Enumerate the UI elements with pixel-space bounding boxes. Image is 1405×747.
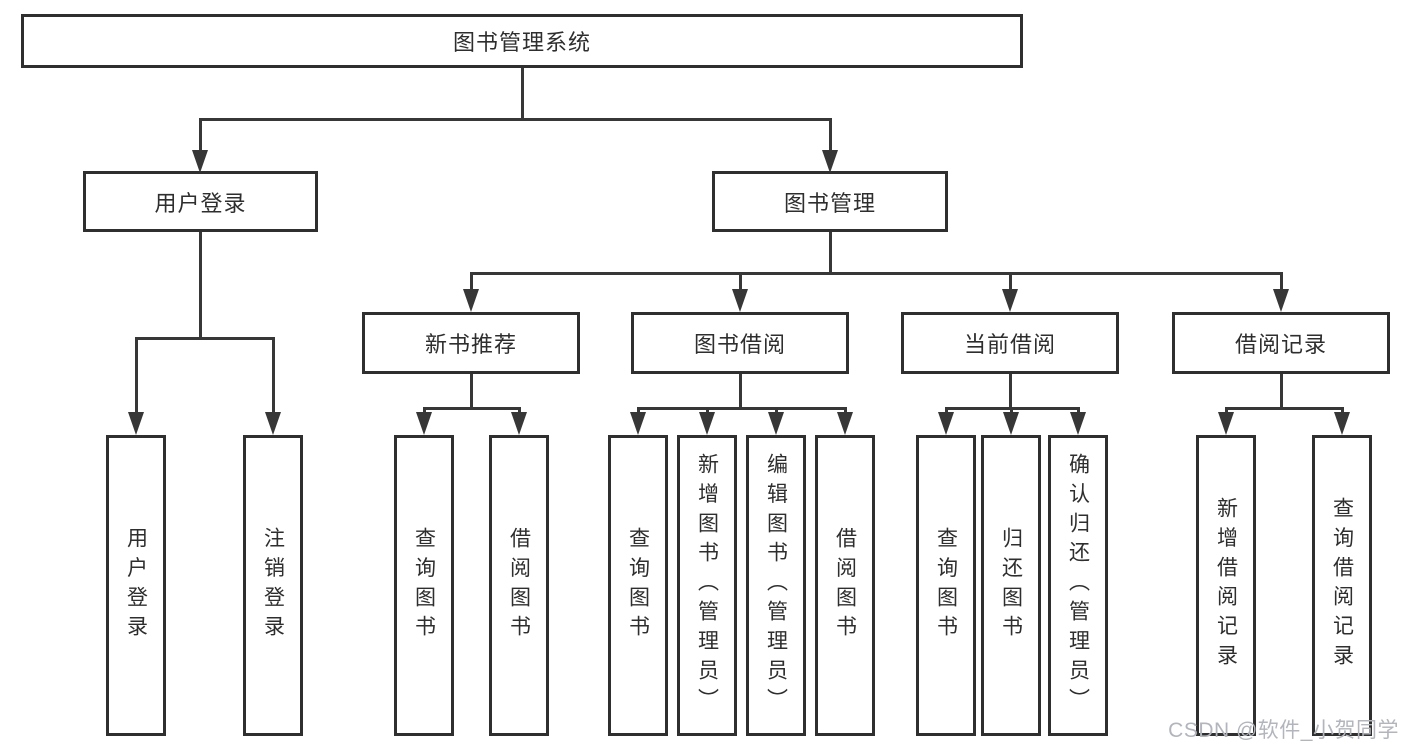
leaf-query-books-recommend: 查询图书 <box>394 435 454 736</box>
arrowhead-down-icon <box>192 150 208 173</box>
leaf-label: 借阅图书 <box>833 526 857 645</box>
node-book-borrowing: 图书借阅 <box>631 312 849 374</box>
arrowhead-down-icon <box>265 412 281 435</box>
leaf-query-books-current: 查询图书 <box>916 435 976 736</box>
node-current-borrowing-label: 当前借阅 <box>963 332 1056 357</box>
connector-line <box>518 407 521 414</box>
leaf-add-borrow-record: 新增借阅记录 <box>1196 435 1256 736</box>
leaf-add-books-admin: 新增图书（管理员） <box>677 435 737 736</box>
leaf-label: 新增借阅记录 <box>1214 497 1238 674</box>
connector-line <box>470 374 473 407</box>
leaf-query-borrow-record: 查询借阅记录 <box>1312 435 1372 736</box>
connector-line <box>470 272 1283 275</box>
connector-line <box>829 232 832 272</box>
connector-line <box>272 337 275 412</box>
connector-line <box>945 407 948 414</box>
node-book-management-label: 图书管理 <box>783 190 876 216</box>
leaf-label: 编辑图书（管理员） <box>764 453 788 718</box>
leaf-label: 查询图书 <box>412 526 436 645</box>
arrowhead-down-icon <box>938 412 954 435</box>
connector-line <box>199 232 202 337</box>
arrowhead-down-icon <box>1273 289 1289 312</box>
connector-line <box>844 407 847 414</box>
connector-line <box>637 407 640 414</box>
leaf-label: 查询图书 <box>934 526 958 645</box>
connector-line <box>1225 407 1344 410</box>
node-user-login-label: 用户登录 <box>154 190 247 216</box>
node-user-login: 用户登录 <box>83 171 318 232</box>
arrowhead-down-icon <box>128 412 144 435</box>
connector-line <box>199 118 832 121</box>
leaf-label: 用户登录 <box>124 526 148 645</box>
connector-line <box>739 374 742 407</box>
leaf-edit-books-admin: 编辑图书（管理员） <box>746 435 806 736</box>
arrowhead-down-icon <box>699 412 715 435</box>
leaf-label: 新增图书（管理员） <box>695 453 719 718</box>
arrowhead-down-icon <box>1218 412 1234 435</box>
arrowhead-down-icon <box>630 412 646 435</box>
watermark: CSDN @软件_小贺同学 <box>1168 719 1399 742</box>
node-book-management: 图书管理 <box>712 171 948 232</box>
connector-line <box>1077 407 1080 414</box>
leaf-label: 查询图书 <box>626 526 650 645</box>
arrowhead-down-icon <box>463 289 479 312</box>
connector-line <box>775 407 778 414</box>
leaf-label: 确认归还（管理员） <box>1066 453 1090 718</box>
leaf-logout: 注销登录 <box>243 435 303 736</box>
node-new-book-recommend-label: 新书推荐 <box>424 332 517 357</box>
node-borrowing-records-label: 借阅记录 <box>1234 332 1327 357</box>
arrowhead-down-icon <box>1070 412 1086 435</box>
connector-line <box>1225 407 1228 414</box>
node-root: 图书管理系统 <box>21 14 1023 68</box>
connector-line <box>1280 272 1283 290</box>
connector-line <box>470 272 473 290</box>
arrowhead-down-icon <box>732 289 748 312</box>
arrowhead-down-icon <box>837 412 853 435</box>
leaf-user-login: 用户登录 <box>106 435 166 736</box>
arrowhead-down-icon <box>1334 412 1350 435</box>
connector-line <box>1009 272 1012 290</box>
leaf-borrow-books: 借阅图书 <box>815 435 875 736</box>
arrowhead-down-icon <box>822 150 838 173</box>
connector-line <box>199 118 202 152</box>
node-root-label: 图书管理系统 <box>452 30 591 55</box>
connector-line <box>135 337 138 412</box>
leaf-label: 借阅图书 <box>507 526 531 645</box>
leaf-label: 注销登录 <box>261 526 285 645</box>
connector-line <box>1341 407 1344 414</box>
leaf-return-books: 归还图书 <box>981 435 1041 736</box>
arrowhead-down-icon <box>416 412 432 435</box>
leaf-borrow-books-recommend: 借阅图书 <box>489 435 549 736</box>
connector-line <box>1009 374 1012 407</box>
connector-line <box>1280 374 1283 407</box>
arrowhead-down-icon <box>1003 412 1019 435</box>
arrowhead-down-icon <box>768 412 784 435</box>
connector-line <box>829 118 832 152</box>
leaf-label: 归还图书 <box>999 526 1023 645</box>
arrowhead-down-icon <box>511 412 527 435</box>
connector-line <box>423 407 521 410</box>
node-book-borrowing-label: 图书借阅 <box>693 332 786 357</box>
leaf-label: 查询借阅记录 <box>1330 497 1354 674</box>
connector-line <box>135 337 275 340</box>
connector-line <box>1010 407 1013 414</box>
arrowhead-down-icon <box>1002 289 1018 312</box>
node-borrowing-records: 借阅记录 <box>1172 312 1390 374</box>
node-new-book-recommend: 新书推荐 <box>362 312 580 374</box>
connector-line <box>739 272 742 290</box>
node-current-borrowing: 当前借阅 <box>901 312 1119 374</box>
leaf-query-books: 查询图书 <box>608 435 668 736</box>
connector-line <box>521 68 524 118</box>
connector-line <box>637 407 847 410</box>
connector-line <box>423 407 426 414</box>
connector-line <box>706 407 709 414</box>
leaf-confirm-return-admin: 确认归还（管理员） <box>1048 435 1108 736</box>
